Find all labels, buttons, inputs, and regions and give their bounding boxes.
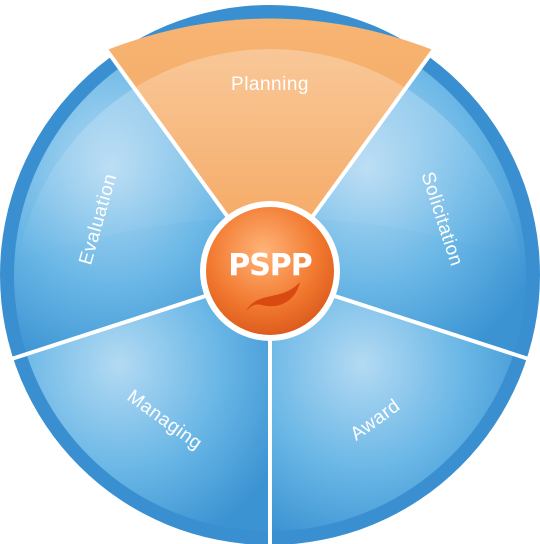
segment-label-planning: Planning xyxy=(231,74,309,95)
swoosh-icon xyxy=(246,282,300,311)
hub-label: PSPP xyxy=(228,248,312,283)
center-hub[interactable]: PSPP xyxy=(200,201,340,341)
segment-managing[interactable] xyxy=(26,275,271,531)
segment-award[interactable] xyxy=(270,275,514,531)
hub-disc xyxy=(206,207,334,335)
